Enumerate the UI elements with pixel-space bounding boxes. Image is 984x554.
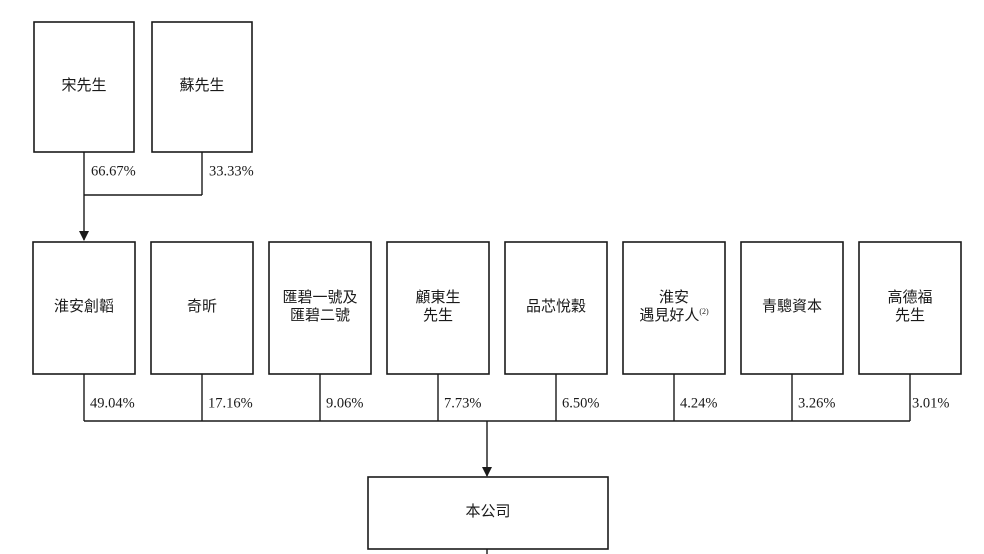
holder-gu-dongsheng-label-line: 顧東生 (415, 289, 460, 306)
holder-percentage: 4.24% (680, 395, 717, 411)
holder-gao-defu-label: 高德福 (887, 288, 932, 306)
holder-gu-dongsheng-label: 先生 (423, 307, 453, 324)
holder-gao-defu-label-line: 高德福 (887, 288, 932, 306)
holder-percentage: 7.73% (444, 395, 481, 411)
company-box (367, 476, 609, 550)
holder-huibi-label: 匯碧二號 (290, 307, 350, 324)
owner-song-box (33, 21, 135, 153)
holder-pinxin-yuehu-box (504, 241, 608, 375)
holder-huibi-label-line: 匯碧二號 (290, 307, 350, 324)
holder-huibi-label-line: 匯碧一號及 (282, 289, 357, 306)
company-label: 本公司 (465, 503, 510, 520)
holder-qingcong-box (740, 241, 844, 375)
holder-gu-dongsheng-label: 顧東生 (415, 289, 460, 306)
holder-qixin-label-line: 奇昕 (187, 298, 217, 315)
holder-pinxin-yuehu-label-line: 品芯悅穀 (526, 298, 586, 315)
holder-percentage: 49.04% (90, 395, 135, 411)
owner-song-label: 宋先生 (61, 77, 106, 94)
holder-huaian-chuangtao-label-line: 淮安創韜 (54, 298, 114, 315)
owner-song-label-line: 宋先生 (61, 77, 106, 94)
holder-qixin-box (150, 241, 254, 375)
holder-huaian-yujian-label-line: 淮安 (659, 289, 689, 306)
holder-huaian-chuangtao-label: 淮安創韜 (54, 298, 114, 315)
holder-percentage: 9.06% (326, 395, 363, 411)
holder-percentage: 6.50% (562, 395, 599, 411)
holder-huaian-yujian-label: 淮安 (659, 289, 689, 306)
holder-qingcong-label-line: 青驄資本 (762, 297, 822, 315)
owner-percentage: 66.67% (91, 163, 136, 179)
owner-su-box (151, 21, 253, 153)
holder-huibi-box (268, 241, 372, 375)
holder-huaian-yujian-box (622, 241, 726, 375)
company-label-line: 本公司 (465, 503, 510, 520)
holder-gao-defu-label: 先生 (895, 307, 925, 324)
holder-qingcong-label: 青驄資本 (762, 297, 822, 315)
holder-percentage: 3.26% (798, 395, 835, 411)
holder-gu-dongsheng-box (386, 241, 490, 375)
holder-huaian-yujian-label-line: 遇見好人 (639, 307, 699, 324)
holder-huaian-yujian-label: 遇見好人(2) (639, 307, 709, 325)
holder-qixin-label: 奇昕 (187, 298, 217, 315)
holder-huaian-chuangtao-box (32, 241, 136, 375)
holder-gu-dongsheng-label-line: 先生 (423, 307, 453, 324)
holder-percentage: 3.01% (912, 395, 949, 411)
holder-gao-defu-box (858, 241, 962, 375)
holder-huaian-yujian-footnote-marker: (2) (699, 307, 709, 316)
owner-percentage: 33.33% (209, 163, 254, 179)
owner-su-label-line: 蘇先生 (179, 77, 224, 94)
holder-gao-defu-label-line: 先生 (895, 307, 925, 324)
entity-boxes (32, 21, 962, 550)
holder-pinxin-yuehu-label: 品芯悅穀 (526, 298, 586, 315)
holder-percentage: 17.16% (208, 395, 253, 411)
labels: 宋先生 蘇先生 66.67% 33.33% 淮安創韜 49.04% 奇昕 17.16% 匯碧一號… (54, 77, 949, 520)
connector-lines (79, 152, 911, 554)
owner-su-label: 蘇先生 (179, 77, 224, 94)
holder-huibi-label: 匯碧一號及 (282, 289, 357, 306)
